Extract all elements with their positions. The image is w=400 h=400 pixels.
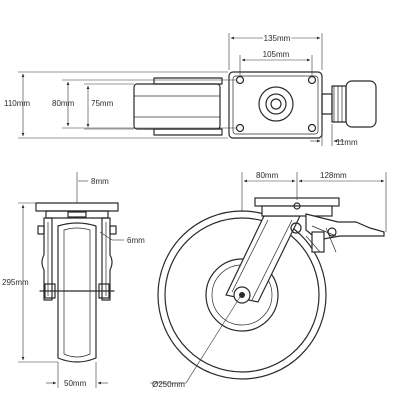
top-brake-pedal — [345, 80, 377, 128]
side-wheel-rim — [205, 258, 279, 332]
dim-overall-height: 295mm — [2, 278, 29, 287]
top-bolt-hole-3 — [235, 123, 245, 133]
top-bearing-center — [270, 98, 282, 110]
top-fork-arm-lower — [153, 128, 223, 136]
side-wheel-tread — [164, 217, 320, 373]
dim-side-offset: 128mm — [320, 171, 347, 180]
front-wheel — [57, 222, 97, 363]
top-bolt-hole-4 — [307, 123, 317, 133]
top-fork-arm-upper — [153, 77, 223, 85]
dim-top-width: 135mm — [264, 34, 291, 43]
dim-top-height: 110mm — [4, 99, 30, 108]
dim-top-brake-offset: 11mm — [336, 138, 358, 147]
dim-top-bolt-spacing: 105mm — [263, 50, 290, 59]
dim-top-hole-spacing-a: 80mm — [52, 99, 75, 108]
side-fork-bolt — [290, 222, 302, 234]
dim-side-plate-width: 80mm — [256, 171, 279, 180]
dim-top-hole-spacing-b: 75mm — [91, 99, 114, 108]
top-bearing-inner — [265, 93, 287, 115]
top-bolt-hole-1 — [235, 75, 245, 85]
top-view: 135mm 105mm 110mm 80mm 75mm 11mm — [4, 33, 377, 147]
top-bolt-hole-2 — [307, 75, 317, 85]
front-top-plate — [35, 202, 119, 212]
side-bearing-block — [261, 205, 333, 217]
top-brake-stem — [321, 93, 333, 115]
dim-front-fork-gap: 6mm — [127, 236, 145, 245]
front-fork-left — [41, 217, 53, 301]
side-view: 80mm 128mm Ø250mm — [150, 171, 387, 389]
top-plate-inner — [232, 75, 319, 135]
front-view: 8mm 6mm 295mm 50mm — [2, 172, 145, 388]
front-fork-right — [101, 217, 113, 301]
dim-wheel-width: 50mm — [64, 379, 87, 388]
dim-wheel-diameter: Ø250mm — [152, 380, 185, 389]
side-brake-arm — [311, 231, 325, 253]
top-wheel-outline — [133, 83, 221, 130]
front-wheel-tread — [63, 227, 91, 358]
front-bearing-block — [45, 210, 109, 219]
top-wheel-tread — [133, 95, 221, 118]
dim-front-plate-offset: 8mm — [91, 177, 109, 186]
top-bearing-outer — [258, 86, 294, 122]
